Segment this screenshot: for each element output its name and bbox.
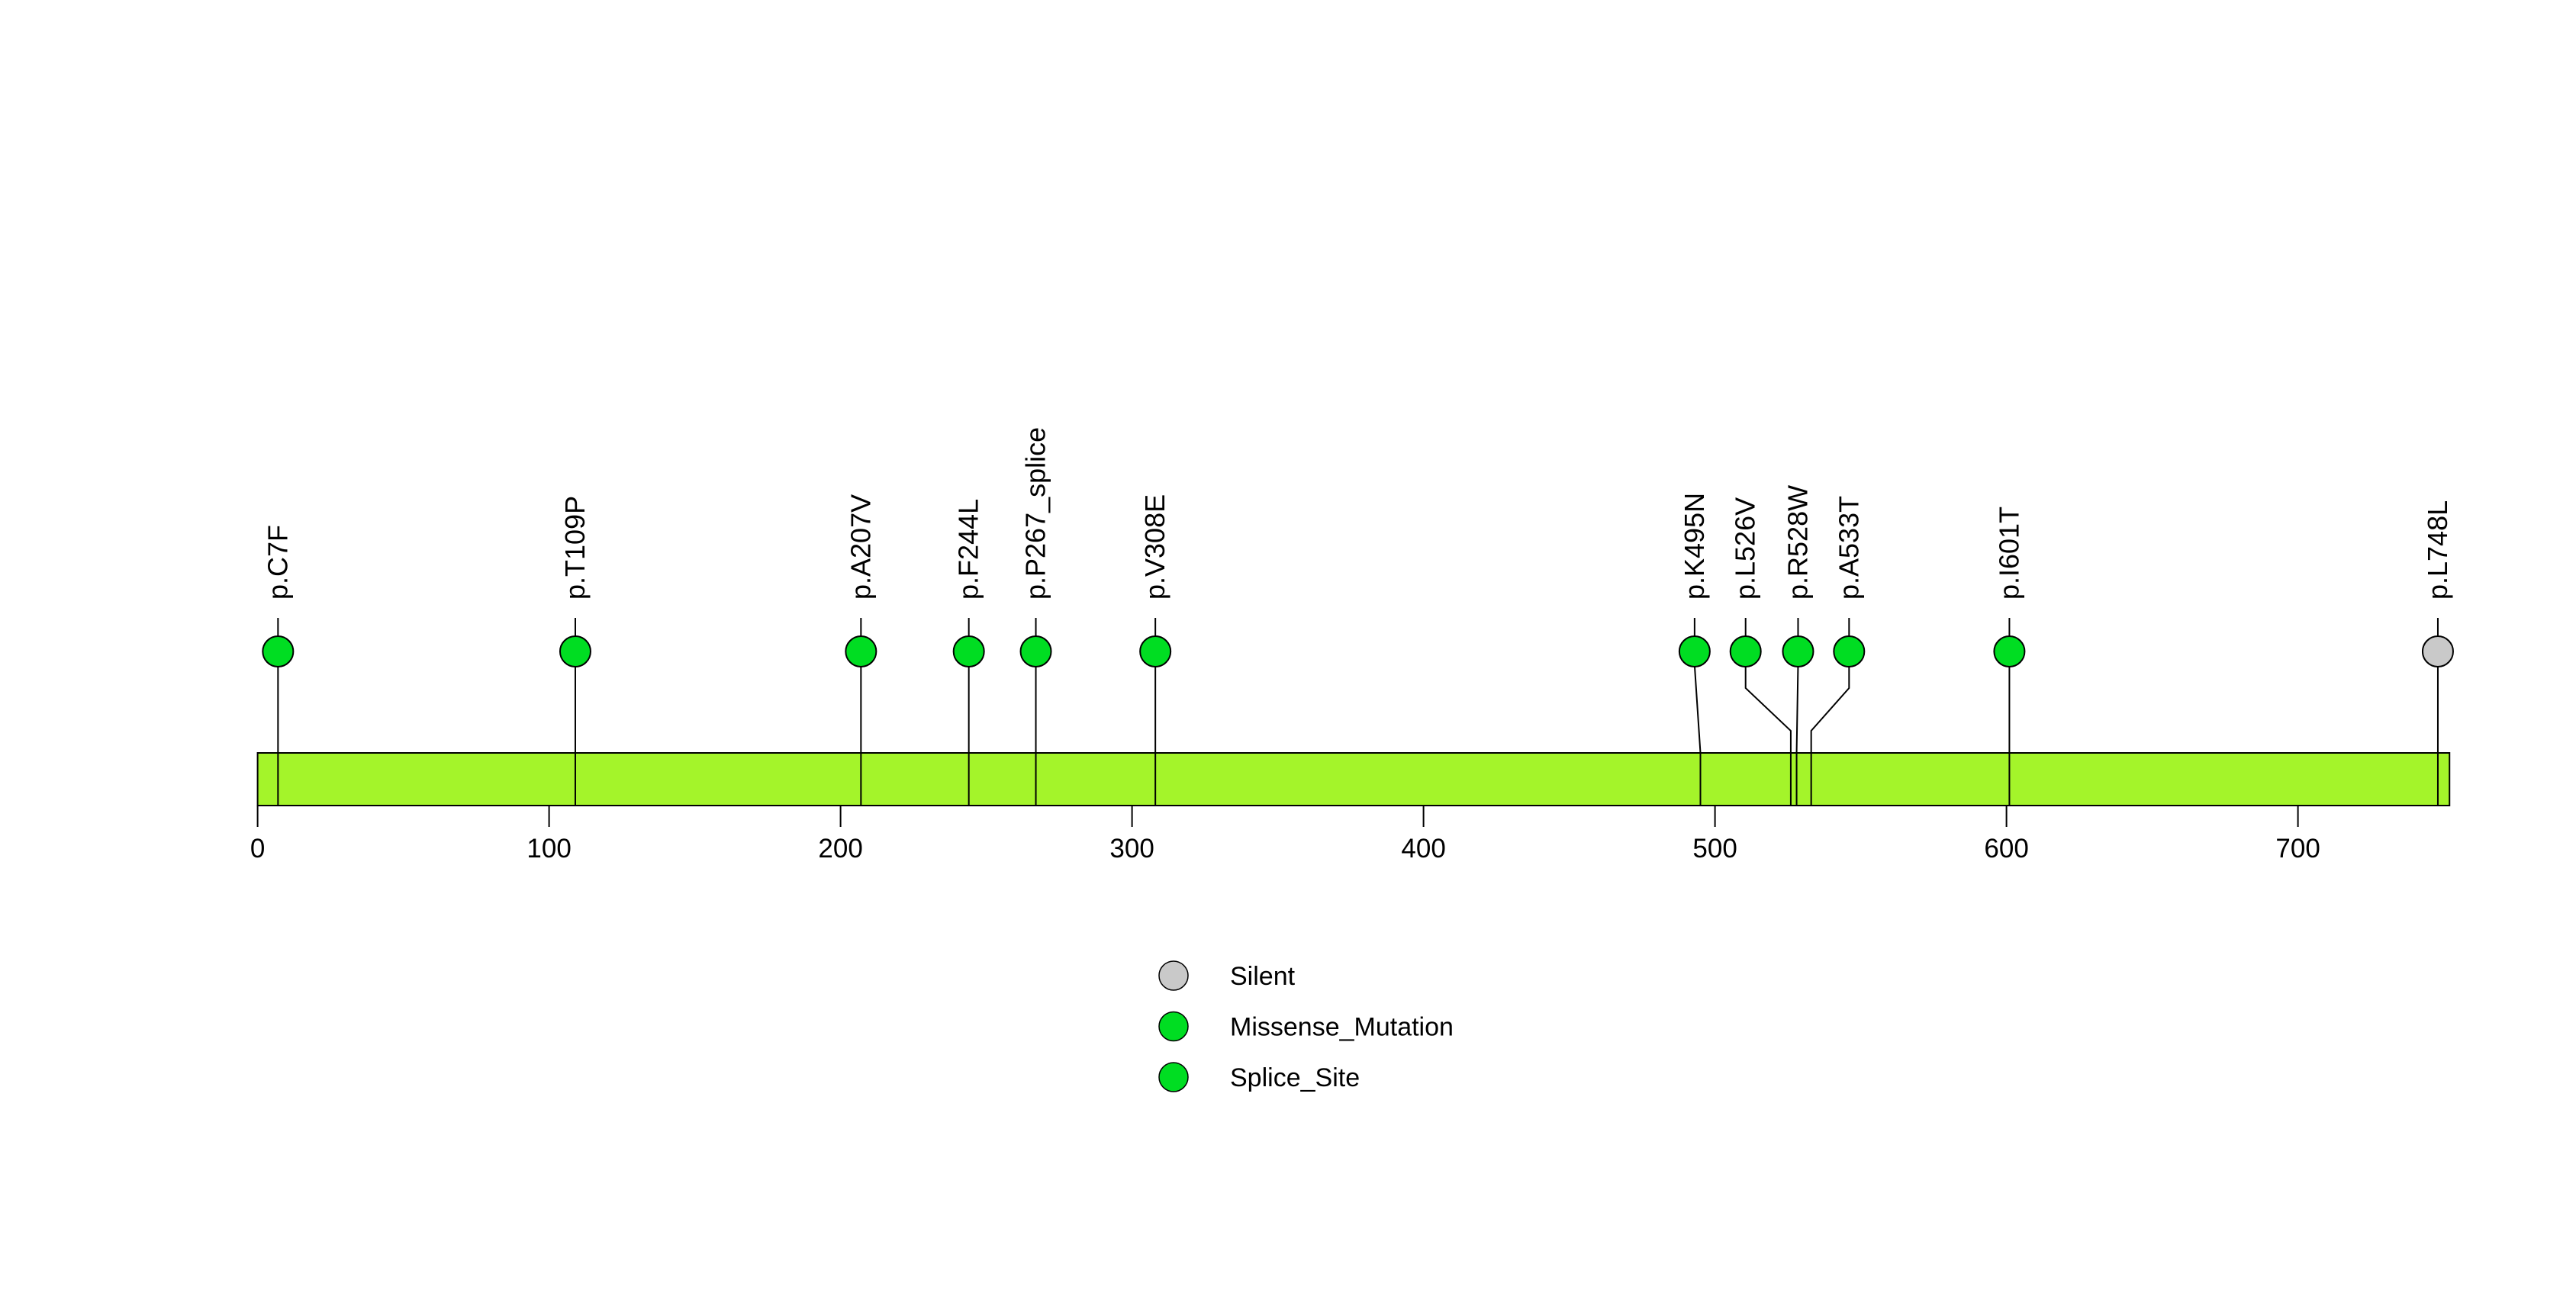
gene-body-layer	[256, 752, 2451, 806]
mutation-circle-p-a533t	[1833, 635, 1866, 667]
mutation-circle-p-v308e	[1139, 635, 1172, 667]
x-axis-tick-label: 400	[1401, 834, 1445, 864]
mutation-stem-p-a533t	[1810, 665, 1850, 806]
mutation-label-p-p267-splice: p.P267_splice	[1020, 427, 1051, 600]
mutation-circle-p-i601t	[1993, 635, 2026, 667]
x-axis-tick-label: 200	[818, 834, 862, 864]
x-axis-tick-label: 300	[1109, 834, 1154, 864]
mutation-stem-p-l526v	[1744, 665, 1792, 806]
mutation-label-p-l526v: p.L526V	[1730, 497, 1761, 600]
x-axis-tick-label: 500	[1692, 834, 1737, 864]
legend-label-splice-site: Splice_Site	[1230, 1063, 1360, 1092]
mutation-circle-p-p267-splice	[1019, 635, 1052, 667]
mutation-circle-p-l748l	[2421, 635, 2454, 667]
legend-swatch-missense-mutation	[1158, 1011, 1189, 1042]
mutation-label-p-k495n: p.K495N	[1679, 493, 1710, 600]
legend-swatch-splice-site	[1158, 1062, 1189, 1092]
mutation-circle-p-c7f	[262, 635, 295, 667]
mutation-circle-p-k495n	[1678, 635, 1711, 667]
mutation-circle-p-a207v	[845, 635, 877, 667]
x-axis-tick-label: 700	[2275, 834, 2320, 864]
mutation-circle-p-r528w	[1782, 635, 1814, 667]
mutation-stem-p-k495n	[1693, 664, 1702, 806]
mutation-circles-layer	[262, 635, 2454, 667]
mutation-label-p-a207v: p.A207V	[845, 494, 876, 600]
mutation-label-p-l748l: p.L748L	[2422, 500, 2453, 600]
mutation-circle-p-l526v	[1729, 635, 1762, 667]
mutation-stem-p-r528w	[1795, 664, 1799, 806]
mutation-label-p-t109p: p.T109P	[559, 496, 591, 600]
mutation-label-p-i601t: p.I601T	[1993, 507, 2024, 600]
x-axis: 0 100 200 300 400 500 600 700	[250, 806, 2320, 864]
mutation-circle-p-t109p	[559, 635, 591, 667]
mutation-label-p-c7f: p.C7F	[262, 525, 293, 600]
legend-swatch-silent	[1158, 960, 1189, 991]
mutation-label-p-a533t: p.A533T	[1833, 496, 1864, 600]
x-axis-tick-label: 600	[1984, 834, 2028, 864]
mutation-label-p-r528w: p.R528W	[1782, 485, 1813, 600]
gene-body-bar	[256, 752, 2451, 806]
mutation-label-p-v308e: p.V308E	[1139, 494, 1170, 600]
x-axis-tick-label: 0	[250, 834, 265, 864]
x-axis-tick-label: 100	[526, 834, 571, 864]
mutation-labels-layer: p.C7F p.T109P p.A207V p.F244L p.P267_splice p…	[262, 427, 2453, 600]
mutation-label-p-f244l: p.F244L	[953, 499, 984, 600]
legend-label-missense-mutation: Missense_Mutation	[1230, 1013, 1454, 1042]
mutation-circle-p-f244l	[952, 635, 985, 667]
legend-label-silent: Silent	[1230, 962, 1296, 991]
stem-layer	[277, 618, 2439, 806]
